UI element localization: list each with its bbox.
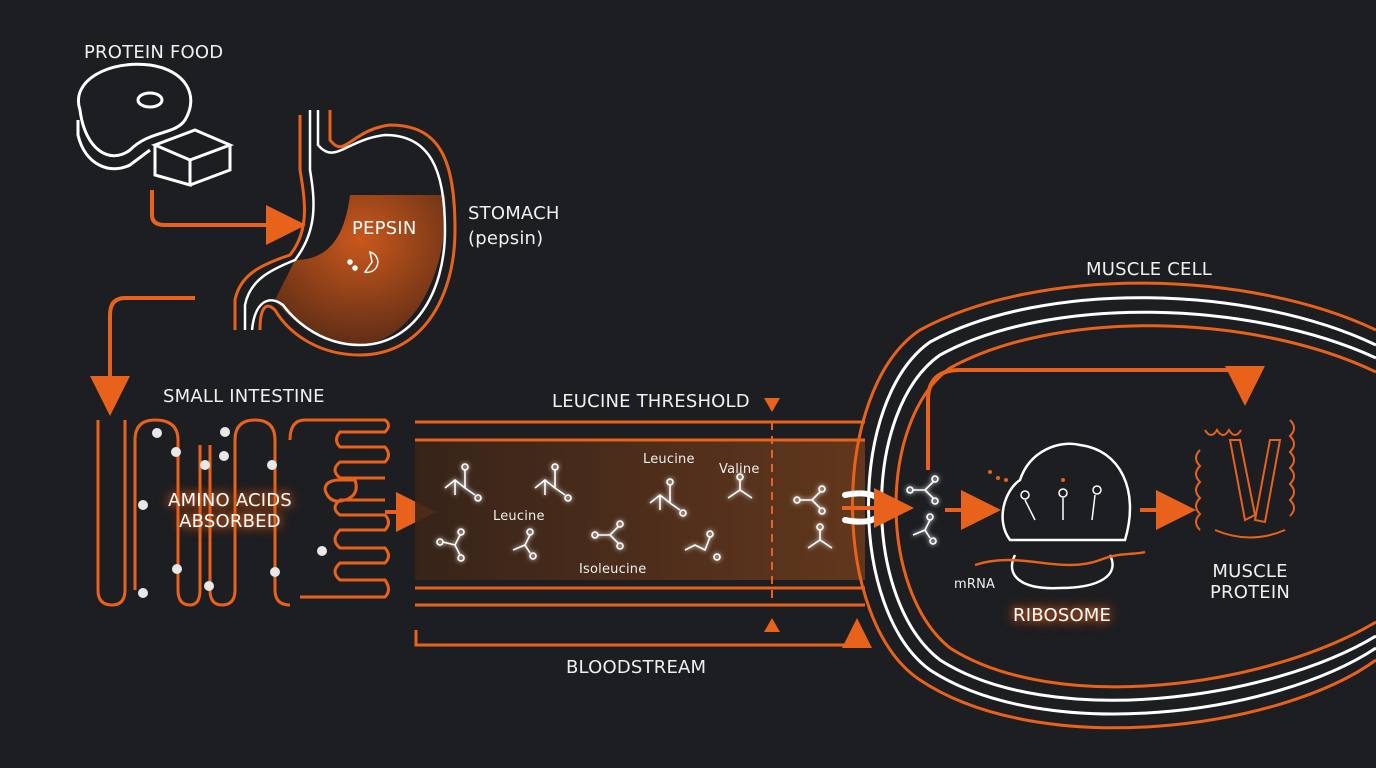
small-intestine-label: SMALL INTESTINE (163, 386, 325, 407)
stomach-label: STOMACH (468, 203, 560, 224)
mrna-label: mRNA (954, 577, 996, 592)
cube-icon (150, 128, 235, 187)
absorbed-line: ABSORBED (179, 511, 281, 532)
threshold-marker-bottom (764, 618, 780, 632)
muscle-protein-icon (1195, 419, 1295, 539)
steak-icon (76, 62, 193, 171)
leucine-threshold-label: LEUCINE THRESHOLD (552, 391, 750, 412)
bloodstream-label: BLOODSTREAM (566, 657, 707, 678)
stomach-to-intestine-arrow (90, 296, 195, 416)
amino-acids-line: AMINO ACIDS (168, 490, 292, 511)
protein-food-label: PROTEIN FOOD (84, 42, 224, 63)
mrna-strand (974, 550, 1146, 567)
amino-acid-molecules (436, 463, 833, 562)
signal-arrow (926, 365, 1265, 470)
intracellular-amino-acids (906, 475, 939, 545)
molecule-label-leucine-1: Leucine (493, 509, 545, 524)
muscle-cell-label: MUSCLE CELL (1086, 259, 1213, 280)
protein-line: PROTEIN (1209, 582, 1291, 603)
food-to-stomach-arrow (150, 190, 306, 245)
bloodstream-bracket (414, 618, 872, 648)
stomach-sublabel: (pepsin) (468, 228, 544, 249)
muscle-protein-label: MUSCLE PROTEIN (1200, 561, 1300, 603)
molecule-label-isoleucine: Isoleucine (579, 562, 647, 577)
threshold-marker-top (764, 398, 780, 412)
stomach-illustration (233, 110, 457, 357)
pepsin-enzyme-icon (347, 250, 379, 274)
pepsin-label: PEPSIN (352, 218, 417, 239)
molecule-label-valine: Valine (719, 462, 760, 477)
muscle-line: MUSCLE (1212, 561, 1288, 582)
nutrient-dots (138, 427, 327, 598)
ribosome-icon (974, 442, 1146, 590)
molecule-label-leucine-2: Leucine (643, 452, 695, 467)
blood-vessel (414, 398, 872, 648)
muscle-cell-membrane (842, 281, 1376, 730)
intestine-villi (96, 418, 390, 607)
ribosome-label: RIBOSOME (1013, 605, 1112, 626)
amino-acids-absorbed-label: AMINO ACIDS ABSORBED (165, 490, 295, 532)
